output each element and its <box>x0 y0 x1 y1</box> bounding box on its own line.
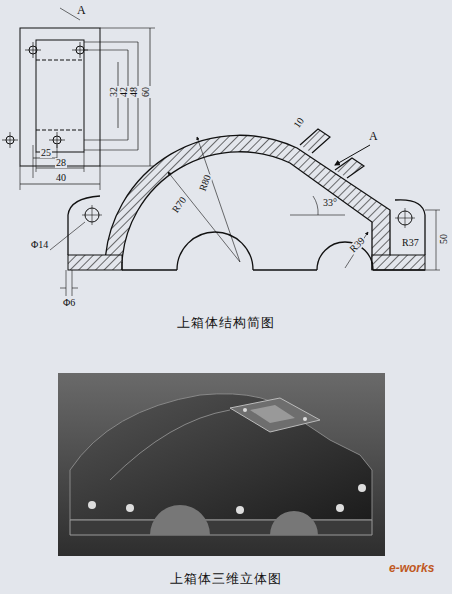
watermark: e-works <box>388 562 435 574</box>
dimension: 50 <box>439 233 449 245</box>
diameter-dim: Φ6 <box>62 298 76 308</box>
dimension: 42 <box>119 86 129 98</box>
view-label: A <box>368 130 379 142</box>
dimension: 32 <box>109 86 119 98</box>
figure-caption: 上箱体三维立体图 <box>0 572 452 585</box>
diameter-dim: Φ14 <box>30 240 49 250</box>
dimension: 40 <box>55 173 67 183</box>
dimension: 28 <box>55 158 67 168</box>
radius-dim: R39 <box>347 235 367 255</box>
radius-dim: R80 <box>197 173 213 194</box>
angle-dim: 33° <box>322 198 338 208</box>
figure-caption: 上箱体结构简图 <box>0 316 452 329</box>
radius-dim: R37 <box>401 238 420 248</box>
radius-dim: R70 <box>170 194 189 215</box>
dimension: 60 <box>141 86 151 98</box>
dimension: 48 <box>129 86 139 98</box>
dimension: 10 <box>291 115 306 131</box>
view-label: A <box>76 4 87 16</box>
dimension: 25 <box>40 148 52 158</box>
